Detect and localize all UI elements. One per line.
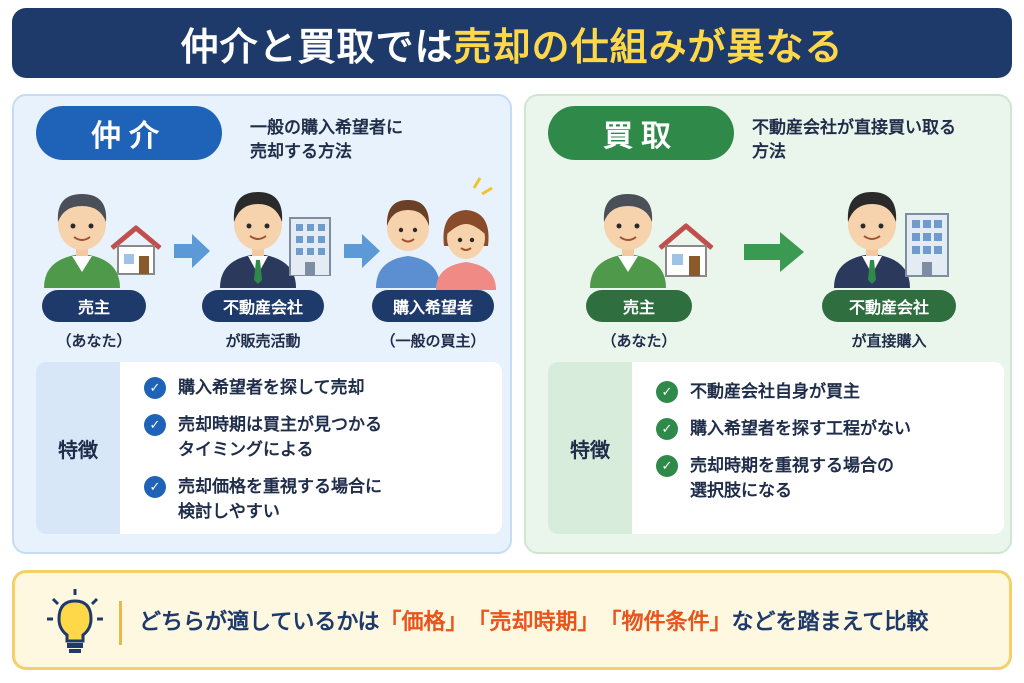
feature-text: 売却価格を重視する場合に 検討しやすい (178, 477, 382, 522)
building-icon (289, 217, 331, 276)
agent-person-icon (834, 192, 910, 288)
agent-label: 不動産会社 (822, 290, 956, 322)
purchase-panel: 買取 不動産会社が直接買い取る 方法 (524, 94, 1012, 554)
list-item: ✓ 売却時期は買主が見つかる タイミングによる (144, 413, 492, 463)
seller-sub: （あなた） (56, 332, 132, 350)
features-label: 特徴 (36, 362, 120, 534)
arrow-right-icon (344, 234, 380, 268)
brokerage-description: 一般の購入希望者に 売却する方法 (250, 116, 403, 164)
check-icon: ✓ (656, 455, 678, 477)
list-item: ✓ 購入希望者を探す工程がない (656, 417, 994, 442)
seller-person-icon (590, 194, 666, 288)
list-item: ✓ 売却価格を重視する場合に 検討しやすい (144, 475, 492, 525)
feature-text: 不動産会社自身が買主 (690, 382, 860, 402)
buyer-sub: （一般の買主） (380, 332, 486, 350)
brokerage-panel: 仲介 一般の購入希望者に 売却する方法 (12, 94, 512, 554)
title-part2: 売却の仕組みが異なる (453, 24, 844, 69)
purchase-desc-line2: 方法 (752, 142, 786, 162)
divider (119, 601, 122, 645)
page-title: 仲介と買取では売却の仕組みが異なる (12, 8, 1012, 78)
agent-sub: が販売活動 (225, 332, 301, 350)
brokerage-features: 特徴 ✓ 購入希望者を探して売却 ✓ 売却時期は買主が見つかる タイミングによる ✓… (36, 362, 502, 534)
seller-sub: （あなた） (601, 332, 677, 350)
building-icon (905, 213, 949, 277)
feature-text: 購入希望者を探して売却 (178, 378, 365, 398)
seller-label: 売主 (586, 290, 692, 322)
list-item: ✓ 不動産会社自身が買主 (656, 380, 994, 405)
list-item: ✓ 売却時期を重視する場合の 選択肢になる (656, 454, 994, 504)
keyword-property: 「物件条件」 (599, 610, 732, 635)
check-icon: ✓ (144, 377, 166, 399)
summary-text-before: どちらが適しているかは (139, 610, 380, 635)
list-item: ✓ 購入希望者を探して売却 (144, 376, 492, 401)
check-icon: ✓ (656, 418, 678, 440)
check-icon: ✓ (144, 414, 166, 436)
summary-banner: どちらが適しているかは「価格」「売却時期」「物件条件」などを踏まえて比較 (12, 570, 1012, 670)
title-part1: 仲介と買取では (180, 24, 454, 69)
summary-text: どちらが適しているかは「価格」「売却時期」「物件条件」などを踏まえて比較 (139, 573, 928, 667)
arrow-right-icon (744, 232, 804, 272)
buyer-label: 購入希望者 (372, 290, 494, 322)
house-icon (110, 225, 162, 275)
check-icon: ✓ (656, 381, 678, 403)
brokerage-desc-line1: 一般の購入希望者に (250, 118, 403, 138)
buyer-couple-icon (376, 177, 496, 290)
house-icon (658, 223, 714, 277)
feature-text: 売却時期は買主が見つかる タイミングによる (178, 415, 382, 460)
seller-label: 売主 (42, 290, 146, 322)
purchase-description: 不動産会社が直接買い取る 方法 (752, 116, 956, 164)
brokerage-heading: 仲介 (36, 106, 222, 160)
summary-text-after: などを踏まえて比較 (731, 610, 929, 635)
features-label: 特徴 (548, 362, 632, 534)
keyword-timing: 「売却時期」 (467, 610, 600, 635)
lightbulb-icon (47, 589, 103, 653)
purchase-features: 特徴 ✓ 不動産会社自身が買主 ✓ 購入希望者を探す工程がない ✓ 売却時期を重視する… (548, 362, 1004, 534)
keyword-price: 「価格」 (379, 610, 468, 635)
agent-label: 不動産会社 (202, 290, 324, 322)
check-icon: ✓ (144, 476, 166, 498)
agent-sub: が直接購入 (851, 332, 927, 350)
arrow-right-icon (174, 234, 210, 268)
agent-person-icon (220, 192, 296, 288)
seller-person-icon (44, 194, 120, 288)
purchase-heading: 買取 (548, 106, 734, 160)
purchase-desc-line1: 不動産会社が直接買い取る (752, 118, 956, 138)
brokerage-desc-line2: 売却する方法 (250, 142, 352, 162)
feature-text: 購入希望者を探す工程がない (690, 419, 911, 439)
feature-text: 売却時期を重視する場合の 選択肢になる (690, 456, 894, 501)
